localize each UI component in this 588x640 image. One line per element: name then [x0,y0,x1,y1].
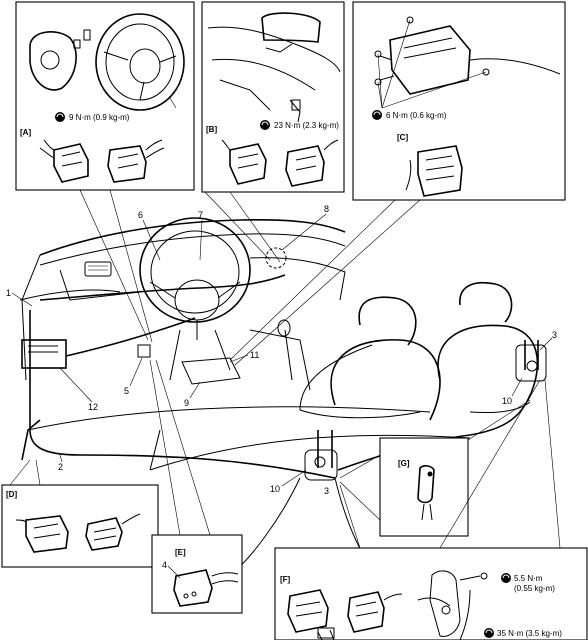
inset-c-tag: [C] [397,133,408,142]
steering-wheel [139,217,251,323]
torque-module-label: 6 N·m (0.6 kg-m) [386,111,447,120]
sdm-unit [389,25,471,95]
callout-12: 12 [88,402,98,412]
connector-b-female [285,139,339,187]
inset-g-box: [G] [379,437,469,537]
callout-8: 8 [324,204,329,214]
inset-e-box: [E] [151,534,243,614]
torque-wrench-icon [484,628,494,638]
torque-steering-label: 9 N·m (0.9 kg-m) [69,113,130,122]
torque-wrench-icon [260,120,270,130]
inset-b-box: 23 N·m (2.3 kg-m) [B] [201,1,345,193]
callout-1: 1 [6,288,11,298]
inset-b-tag: [B] [206,125,217,134]
torque-pretensioner-label: 5.5 N·m [514,574,543,583]
callout-10-right: 10 [502,396,512,406]
inset-a-box: 9 N·m (0.9 kg-m) [A] [15,1,195,191]
torque-dash-label: 23 N·m (2.3 kg-m) [274,121,339,130]
connector-a-male [39,139,89,183]
connector-g [417,465,435,521]
callout-5: 5 [124,386,129,396]
inset-e-tag: [E] [175,548,186,557]
connector-f-male [287,589,335,640]
torque-pretensioner-alt-label: (0.55 kg-m) [514,584,555,593]
connector-d-male [15,515,69,553]
wire-harness [21,274,531,611]
torque-wrench-icon [55,112,65,122]
callout-numbers: 1 2 3 3 4 5 6 7 8 9 10 10 11 12 [6,204,557,579]
inset-c-box: 6 N·m (0.6 kg-m) [C] [352,1,566,201]
inset-d-box: [D] [1,484,159,568]
inset-f-box: [F] 5.5 N·m (0.55 kg-m) [274,547,588,640]
torque-wrench-icon [372,110,382,120]
inset-a-tag: [A] [20,128,31,137]
connector-c [405,145,463,197]
connector-a-female [107,139,165,183]
connector-d-female [85,513,141,551]
callout-4: 4 [162,560,167,570]
callout-7: 7 [198,210,203,220]
callout-10-left: 10 [270,484,280,494]
torque-wrench-icon [501,573,511,583]
callout-11: 11 [250,350,259,360]
pretensioner-mount [417,570,488,640]
callout-3-right: 3 [552,330,557,340]
leader-lines [9,189,561,549]
connector-e [173,569,239,607]
callout-9: 9 [184,398,189,408]
callout-6: 6 [138,210,143,220]
connector-f-female [347,591,403,633]
callout-2: 2 [58,462,63,472]
inset-g-tag: [G] [398,459,410,468]
car-interior-illustration [19,217,547,481]
inset-f-tag: [F] [280,575,291,584]
torque-pretensioner-2-label: 35 N·m (3.5 kg-m) [497,629,562,638]
connector-b-male [221,139,267,185]
callout-3-left: 3 [324,486,329,496]
sdm-module [181,357,241,385]
inset-d-tag: [D] [6,490,17,499]
